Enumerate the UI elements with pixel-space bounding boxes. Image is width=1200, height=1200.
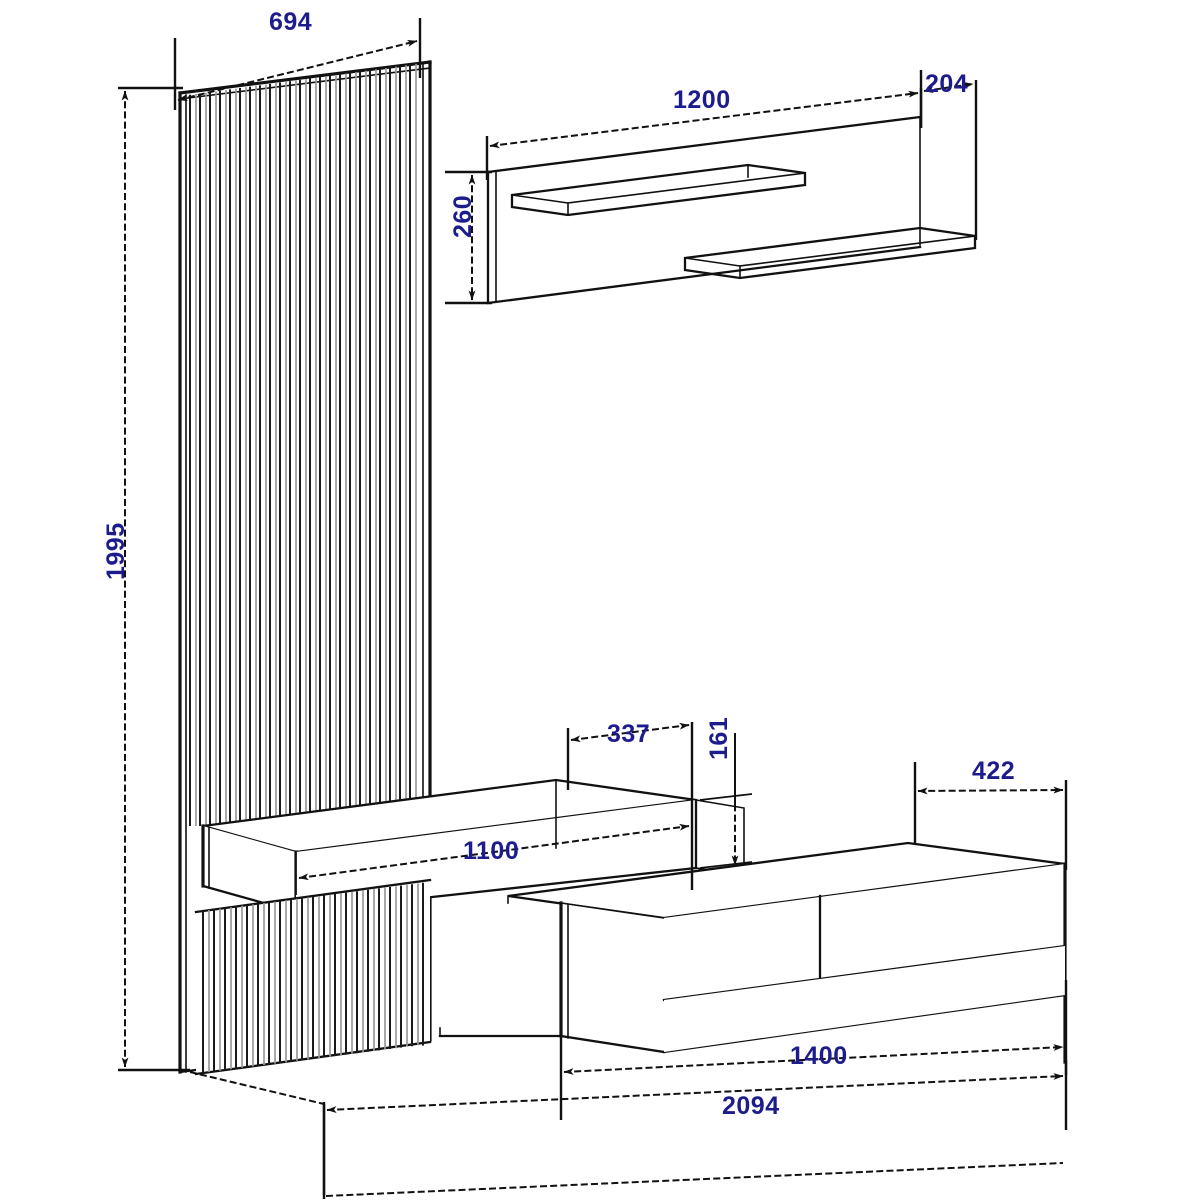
dimension-label-1400: 1400 [790,1042,848,1070]
dimension-2094: 2094 [322,1060,1068,1195]
dimension-label-1995: 1995 [102,522,130,580]
slatted-base-panel [194,878,432,1076]
dimension-422: 422 [913,757,1068,870]
dimension-260: 260 [445,170,492,305]
dimension-694: 694 [173,8,422,110]
slat-group-upper [189,63,417,826]
dimension-label-204: 204 [925,70,968,98]
dimension-label-694: 694 [269,8,312,36]
dimension-1995: 1995 [102,86,190,1072]
dimension-label-161: 161 [705,717,733,760]
dimension-label-2094: 2094 [722,1092,780,1120]
dimension-label-1100: 1100 [463,837,519,865]
dimension-161: 161 [699,717,753,869]
extension-leader-lines [189,1071,1064,1199]
dimension-1400: 1400 [559,980,1068,1120]
dimension-1200: 1200 [485,86,923,180]
slatted-tall-panel [178,60,432,1074]
lower-wall-shelf [683,226,977,280]
dimension-204: 204 [919,70,978,240]
dimension-label-422: 422 [972,757,1015,785]
dimension-label-260: 260 [449,195,477,238]
dimension-label-1200: 1200 [673,86,731,114]
wall-backer-panel [486,115,922,305]
slat-group-lower [202,882,424,1073]
dimension-label-337: 337 [607,720,650,748]
tv-cabinet-plinth [664,946,1065,1052]
dimension-1100: 1100 [295,800,693,895]
upper-wall-shelf [510,163,807,217]
